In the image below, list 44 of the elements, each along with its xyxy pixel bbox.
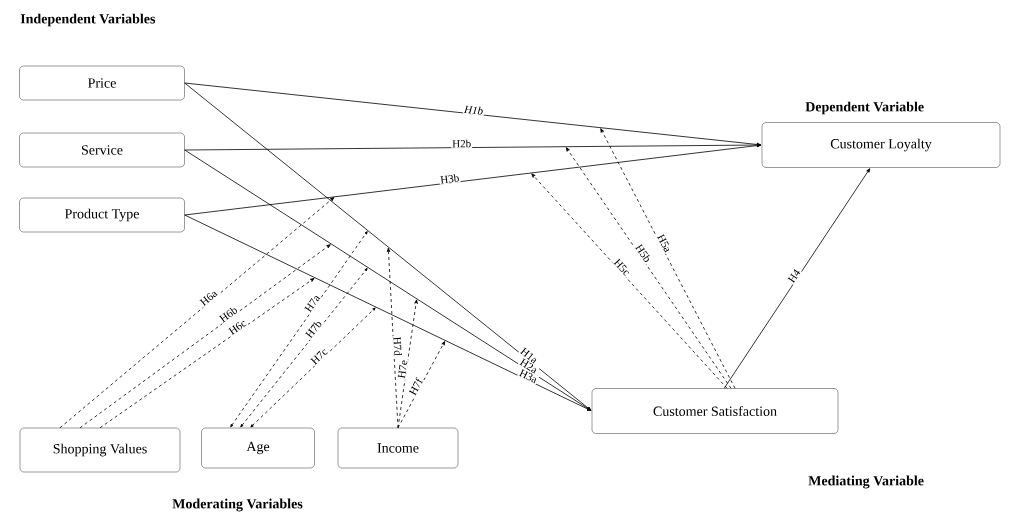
variable-box: Product Type (19, 197, 185, 233)
arrow (386, 247, 399, 429)
arrow (723, 168, 871, 389)
edge-label: H3b (440, 174, 459, 184)
section-heading: Independent Variables (20, 13, 156, 27)
arrow (565, 147, 732, 389)
arrow (184, 82, 592, 411)
edge-label: H5c (613, 258, 629, 276)
variable-box: Customer Satisfaction (591, 388, 839, 434)
variable-box: Income (337, 427, 459, 469)
edge-label: H5b (635, 243, 650, 262)
arrow (184, 143, 762, 216)
arrow (184, 214, 592, 411)
arrow (99, 278, 315, 429)
edge-label: H7b (305, 321, 322, 339)
edge-label: H6c (228, 320, 247, 336)
variable-box: Price (19, 65, 185, 101)
arrow (184, 149, 592, 411)
variable-box: Age (201, 427, 315, 469)
edge-label: H7c (310, 349, 328, 365)
edge-label: H6b (218, 307, 238, 323)
arrow (59, 197, 335, 429)
arrow (184, 82, 762, 147)
variable-box: Shopping Values (19, 427, 181, 473)
edge-label: H6a (199, 291, 218, 307)
variable-box: Service (19, 132, 185, 168)
edge-label: H7a (304, 296, 321, 313)
edge-label: H7e (397, 360, 408, 379)
arrow (230, 231, 368, 428)
edge-label: H1b (463, 105, 483, 115)
edge-label: H4 (787, 269, 801, 284)
arrow (397, 341, 446, 429)
edge-label: H5a (657, 233, 670, 253)
arrow (250, 307, 376, 428)
section-heading: Moderating Variables (172, 498, 303, 512)
edge-label: H7f (408, 377, 423, 396)
variable-box: Customer Loyalty (761, 122, 1001, 168)
arrow (79, 244, 331, 429)
arrow (531, 173, 728, 389)
arrow (240, 267, 368, 428)
arrow (600, 128, 736, 389)
edge-label: H2b (452, 139, 471, 148)
section-heading: Mediating Variable (808, 475, 924, 489)
edge-label: H7d (393, 336, 402, 356)
